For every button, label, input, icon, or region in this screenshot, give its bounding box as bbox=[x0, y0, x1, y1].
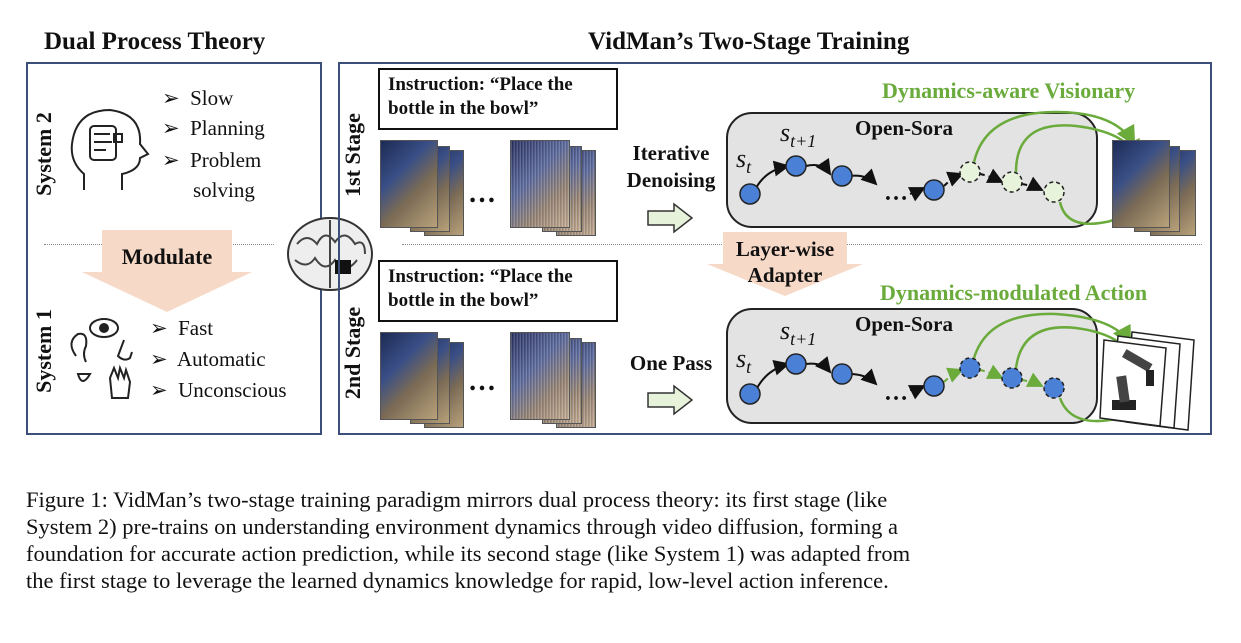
stage1-node-4 bbox=[923, 179, 945, 201]
stage1-node-st bbox=[739, 183, 761, 205]
stage1-node-st1 bbox=[785, 155, 807, 177]
stage2-output-label: Dynamics-modulated Action bbox=[880, 280, 1148, 305]
system1-label: System 1 bbox=[31, 309, 56, 393]
stage2-node-3 bbox=[831, 363, 853, 385]
stage2-clean-frame bbox=[380, 332, 438, 420]
stage1-clean-frame bbox=[380, 140, 438, 228]
stage1-label-st1: st+1 bbox=[780, 118, 817, 152]
stage1-open-sora-label: Open-Sora bbox=[855, 116, 954, 140]
stage1-step-label: Iterative Denoising bbox=[612, 140, 730, 194]
stage1-step-line1: Iterative bbox=[632, 141, 710, 165]
stage1-ghost-node-3 bbox=[1043, 181, 1065, 203]
two-stage-panel bbox=[338, 62, 1212, 435]
stage2-noisy-frame bbox=[510, 332, 570, 420]
senses-icon bbox=[70, 318, 133, 399]
brain-chip-icon bbox=[287, 217, 373, 291]
stage1-label-st: st bbox=[736, 144, 752, 178]
system2-bullet-1: ➢ Slow bbox=[162, 86, 234, 110]
modulate-label: Modulate bbox=[121, 244, 213, 269]
adapter-label: Layer-wise Adapter bbox=[705, 236, 865, 288]
adapter-line2: Adapter bbox=[747, 263, 823, 287]
stage1-ellipsis: … bbox=[468, 178, 496, 209]
stage2-action-node-2 bbox=[1001, 367, 1023, 389]
dual-process-title: Dual Process Theory bbox=[44, 28, 266, 55]
stage2-label-st: st bbox=[736, 344, 752, 378]
system2-bullet-3: ➢ Problem bbox=[162, 148, 262, 172]
stage2-ellipsis: … bbox=[468, 366, 496, 397]
adapter-line1: Layer-wise bbox=[735, 237, 835, 261]
stage1-node-3 bbox=[831, 165, 853, 187]
stage1-label: 1st Stage bbox=[340, 113, 365, 197]
stage2-label: 2nd Stage bbox=[340, 306, 365, 400]
stage2-instruction-line1: Instruction: “Place the bbox=[388, 266, 573, 287]
caption-line-3: foundation for accurate action predictio… bbox=[26, 541, 911, 566]
stage1-output-frame bbox=[1112, 140, 1170, 228]
stage2-node-4 bbox=[923, 375, 945, 397]
head-brain-icon bbox=[70, 108, 150, 190]
robot-arm-icon bbox=[1099, 331, 1195, 431]
stage1-noisy-frame bbox=[510, 140, 570, 228]
system1-bullet-1: ➢ Fast bbox=[150, 316, 214, 340]
caption-line-1: Figure 1: VidMan’s two-stage training pa… bbox=[26, 487, 888, 512]
stage1-instruction-line1: Instruction: “Place the bbox=[388, 74, 573, 95]
stage2-node-st bbox=[739, 383, 761, 405]
system2-bullet-2: ➢ Planning bbox=[162, 116, 265, 140]
stage1-ghost-node-2 bbox=[1001, 171, 1023, 193]
system1-bullet-2: ➢ Automatic bbox=[150, 347, 266, 371]
system2-bullet-4: solving bbox=[193, 178, 255, 202]
stage1-output-label: Dynamics-aware Visionary bbox=[882, 78, 1136, 103]
stage2-action-node-1 bbox=[959, 357, 981, 379]
stage1-ghost-node-1 bbox=[959, 161, 981, 183]
stage2-action-node-3 bbox=[1043, 377, 1065, 399]
stage2-node-st1 bbox=[785, 353, 807, 375]
caption-line-2: System 2) pre-trains on understanding en… bbox=[26, 514, 898, 539]
stage1-right-arrow bbox=[647, 202, 694, 234]
system2-label: System 2 bbox=[31, 112, 56, 196]
stage2-label-st1: st+1 bbox=[780, 316, 817, 350]
stage1-instruction: Instruction: “Place the bottle in the bo… bbox=[378, 68, 618, 130]
adapter-arrow bbox=[707, 232, 863, 296]
system1-bullet-3: ➢ Unconscious bbox=[150, 378, 287, 402]
stage2-right-arrow bbox=[647, 384, 694, 416]
stage2-node-dots: … bbox=[884, 380, 908, 406]
stage1-step-line2: Denoising bbox=[626, 168, 716, 192]
two-stage-title: VidMan’s Two-Stage Training bbox=[588, 28, 910, 55]
stage2-step-label: One Pass bbox=[629, 351, 713, 375]
stage1-instruction-line2: bottle in the bowl” bbox=[388, 98, 539, 119]
stage2-instruction: Instruction: “Place the bottle in the bo… bbox=[378, 260, 618, 322]
caption-line-4: the first stage to leverage the learned … bbox=[26, 568, 889, 593]
modulate-arrow bbox=[82, 230, 252, 312]
figure-caption: Figure 1: VidMan’s two-stage training pa… bbox=[26, 486, 1226, 594]
stage1-node-dots: … bbox=[884, 180, 908, 206]
stage2-open-sora-label: Open-Sora bbox=[855, 312, 954, 336]
stage2-instruction-line2: bottle in the bowl” bbox=[388, 290, 539, 311]
